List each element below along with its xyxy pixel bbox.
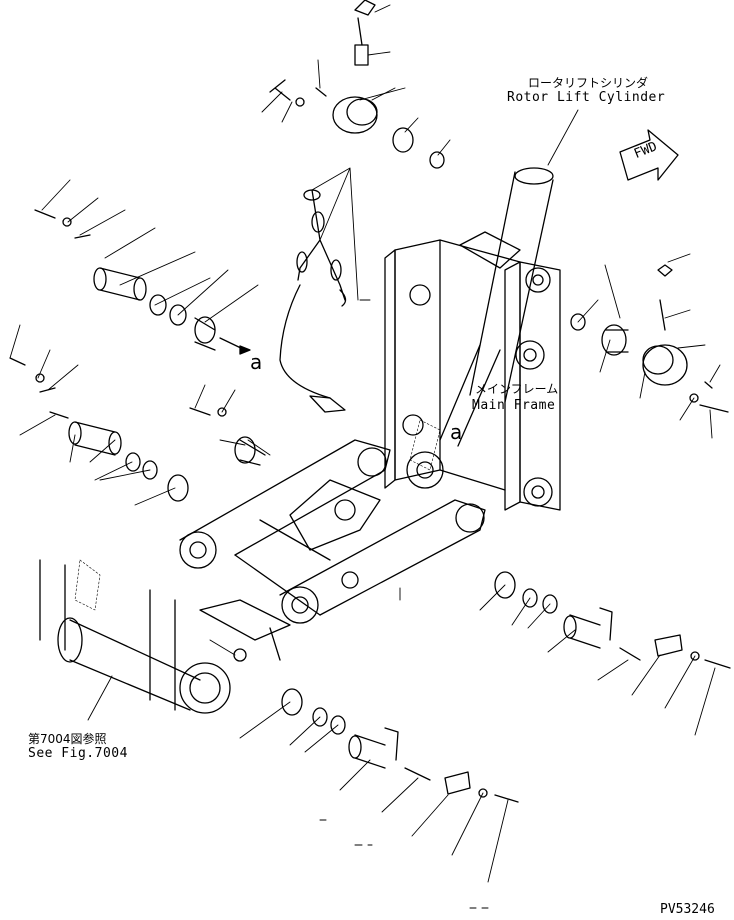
leader-lines — [9, 4, 721, 883]
rotor-housing — [39, 559, 291, 714]
see-fig-label-jp: 第7004図参照 — [28, 732, 107, 746]
hatch-areas — [74, 419, 441, 611]
lift-arm-frame — [179, 439, 486, 624]
ref-a-left: a — [250, 350, 263, 374]
main-frame-label-en: Main Frame — [472, 398, 556, 413]
top-mount-parts — [269, 0, 445, 169]
chain-assembly — [279, 189, 347, 413]
ref-a-center: a — [450, 420, 463, 444]
main-frame-label-jp: メインフレーム — [475, 382, 559, 396]
left-upper-pins — [9, 209, 266, 502]
main-frame — [384, 239, 561, 511]
rotor-lift-cylinder-label-jp: ロータリフトシリンダ — [528, 76, 649, 90]
bottom-pins — [281, 688, 519, 803]
rotor-lift-cylinder — [406, 167, 554, 489]
see-fig-label-en: See Fig.7004 — [28, 746, 128, 761]
drawing-number: PV53246 — [660, 902, 715, 917]
fwd-arrow-icon — [619, 129, 679, 181]
right-lower-pins — [494, 571, 731, 669]
rotor-lift-cylinder-label-en: Rotor Lift Cylinder — [507, 90, 666, 105]
dash-marks — [319, 819, 489, 909]
right-side-parts — [570, 264, 729, 413]
